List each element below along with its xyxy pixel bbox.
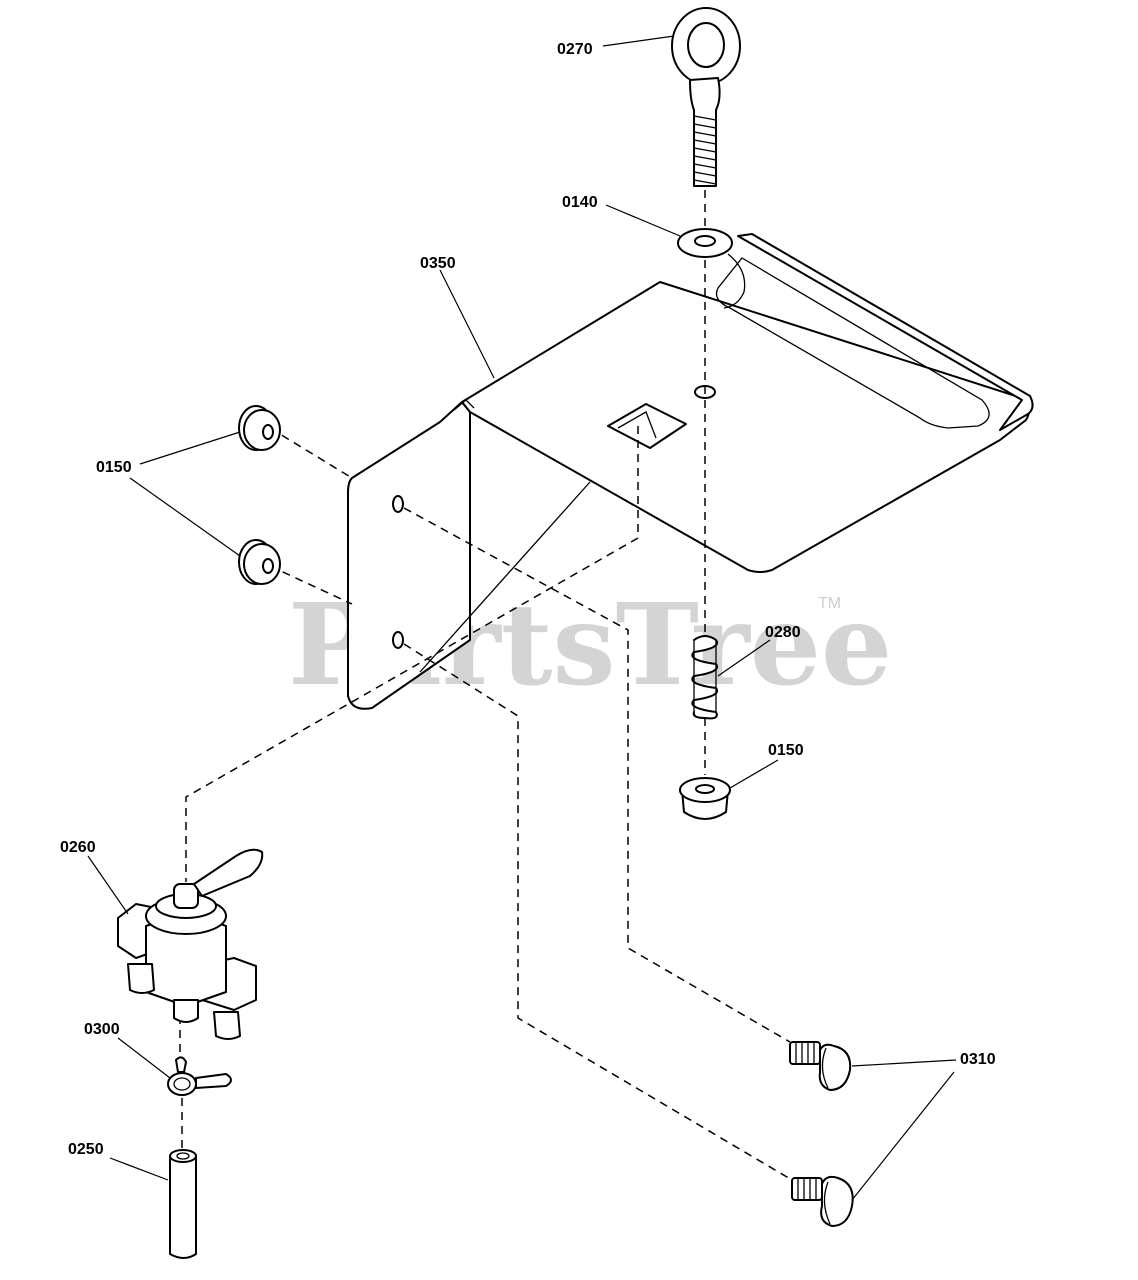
bracket-rear-lip — [737, 233, 1034, 431]
carriage-bolt-lower-0310[interactable] — [791, 1175, 854, 1227]
grommet-hole — [695, 784, 715, 794]
leader-0300 — [117, 1037, 171, 1079]
clamp-0300[interactable] — [167, 1056, 232, 1096]
label-carriage-bolts: 0310 — [960, 1051, 996, 1068]
shutoff-valve-0260[interactable] — [117, 848, 264, 1040]
hose-body — [169, 1155, 197, 1259]
bracket-0350[interactable] — [347, 233, 1034, 710]
leader-0260 — [87, 855, 129, 915]
bolt-thread — [797, 1178, 817, 1200]
bracket-bend-line — [453, 399, 475, 411]
leader-0310-lower — [851, 1071, 955, 1201]
leader-0280 — [717, 639, 771, 677]
label-grommet-lower: 0150 — [768, 742, 804, 759]
label-spring: 0280 — [765, 624, 801, 641]
bolt-shank — [789, 1041, 821, 1065]
valve-barb-left — [127, 963, 155, 994]
washer-0140[interactable] — [677, 228, 733, 258]
grommet-lower-left-0150[interactable] — [238, 539, 281, 585]
clamp-tab-top — [175, 1056, 187, 1073]
clamp-ring-inner — [173, 1077, 191, 1091]
bolt-shank — [791, 1177, 823, 1201]
assembly-line-upper-grommet — [269, 427, 353, 479]
grommet-flange — [243, 409, 281, 451]
spring-back-coils — [693, 640, 717, 712]
eyebolt-ring-hole — [687, 22, 725, 68]
grommet-hole — [262, 424, 274, 440]
eyebolt-thread — [693, 115, 717, 185]
assembly-line-lower-bolt — [403, 643, 793, 1181]
spring-0280[interactable] — [691, 635, 718, 720]
hose-bore — [176, 1152, 190, 1160]
grommet-hole — [262, 558, 274, 574]
assembly-line-lower-grommet — [269, 565, 353, 605]
bolt-head — [820, 1175, 854, 1227]
hose-0250[interactable] — [169, 1149, 197, 1259]
clamp-ring — [167, 1072, 197, 1096]
label-eyebolt: 0270 — [557, 41, 593, 58]
bracket-vertical-plate — [347, 401, 471, 710]
bolt-head-edge — [823, 1181, 831, 1225]
spring-coils — [691, 635, 718, 720]
bolt-thread — [795, 1042, 815, 1064]
label-washer: 0140 — [562, 194, 598, 211]
valve-stem — [173, 883, 199, 909]
valve-handle — [193, 848, 264, 897]
watermark-trademark: TM — [818, 595, 841, 612]
eyebolt-0270[interactable] — [671, 7, 741, 187]
assembly-line-upper-bolt — [403, 507, 791, 1043]
leader-lines — [87, 35, 957, 1201]
bracket-support-edge — [419, 481, 591, 673]
bracket-upper-hole — [392, 495, 404, 513]
valve-barb-bottom — [173, 999, 199, 1023]
bolt-head — [818, 1043, 852, 1091]
leader-0150-bottom — [729, 759, 779, 789]
part-labels: 0270 0140 0350 0150 0280 0150 0260 0300 … — [60, 41, 996, 1158]
leader-0250 — [109, 1157, 169, 1181]
leader-0150-lower — [129, 477, 241, 557]
bolt-head-edge — [821, 1047, 829, 1089]
bracket-slot-curve — [723, 253, 746, 309]
leader-0140 — [605, 204, 681, 237]
label-grommets-left: 0150 — [96, 459, 132, 476]
valve-barb-right — [213, 1011, 241, 1040]
leader-0350 — [439, 269, 495, 379]
grommet-flange — [243, 543, 281, 585]
label-bracket: 0350 — [420, 255, 456, 272]
bracket-square-hole — [607, 403, 687, 449]
bracket-square-hole-inner — [617, 411, 657, 439]
grommet-upper-0150[interactable] — [238, 405, 281, 451]
label-shutoff-valve: 0260 — [60, 839, 96, 856]
grommet-bottom-0150[interactable] — [679, 777, 731, 820]
bracket-lower-hole — [392, 631, 404, 649]
label-clamp: 0300 — [84, 1021, 120, 1038]
leader-0150-upper — [139, 431, 241, 465]
label-hose: 0250 — [68, 1141, 104, 1158]
assembly-lines — [179, 190, 793, 1181]
hose-top — [169, 1149, 197, 1163]
leader-0310-upper — [851, 1059, 957, 1067]
leader-0270 — [602, 35, 675, 47]
washer-hole — [694, 235, 716, 247]
bracket-slot — [715, 257, 990, 429]
clamp-tab-right — [195, 1073, 232, 1089]
carriage-bolt-upper-0310[interactable] — [789, 1041, 852, 1091]
assembly-line-valve — [185, 426, 639, 882]
